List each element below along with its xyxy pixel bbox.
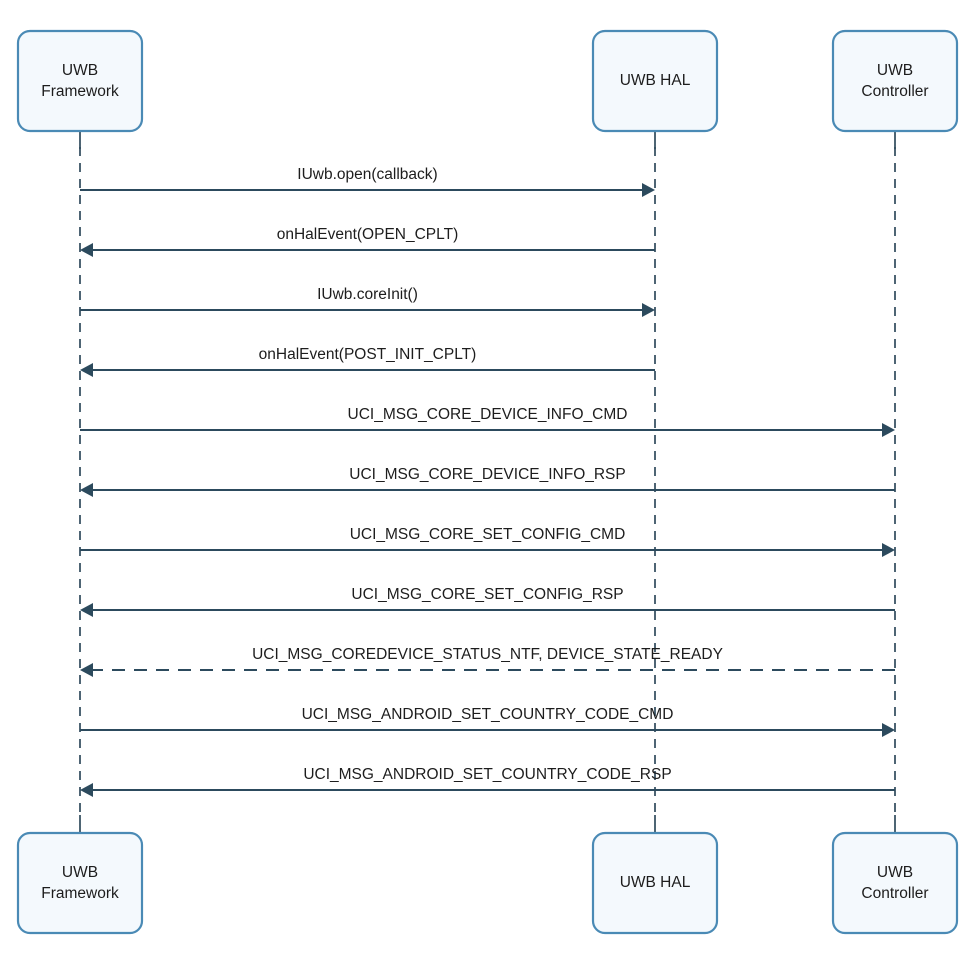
message-arrowhead-2 <box>80 243 93 257</box>
message-arrowhead-3 <box>642 303 655 317</box>
message-label-6: UCI_MSG_CORE_DEVICE_INFO_RSP <box>349 466 626 483</box>
participant-box-rect-framework <box>16 831 144 935</box>
participant-box-rect-framework <box>16 29 144 133</box>
message-4: onHalEvent(POST_INIT_CPLT) <box>80 346 655 377</box>
message-label-8: UCI_MSG_CORE_SET_CONFIG_RSP <box>351 586 623 603</box>
participant-box-hal-bottom: UWB HAL <box>591 831 719 935</box>
participant-box-controller-top: UWB Controller <box>831 29 959 133</box>
message-6: UCI_MSG_CORE_DEVICE_INFO_RSP <box>80 466 895 497</box>
participant-box-framework-top: UWB Framework <box>16 29 144 133</box>
message-1: IUwb.open(callback) <box>80 166 655 197</box>
participant-box-rect-controller <box>831 29 959 133</box>
participant-label-controller-line1: UWB <box>877 62 913 79</box>
participant-box-framework-bottom: UWB Framework <box>16 831 144 935</box>
participant-box-rect-controller <box>831 831 959 935</box>
participant-label-controller-line2: Controller <box>861 83 928 100</box>
participant-label-controller-line1: UWB <box>877 864 913 881</box>
message-label-9: UCI_MSG_COREDEVICE_STATUS_NTF, DEVICE_ST… <box>252 646 723 663</box>
message-arrowhead-5 <box>882 423 895 437</box>
message-label-7: UCI_MSG_CORE_SET_CONFIG_CMD <box>350 526 626 543</box>
message-10: UCI_MSG_ANDROID_SET_COUNTRY_CODE_CMD <box>80 706 895 737</box>
message-arrowhead-8 <box>80 603 93 617</box>
messages-layer: IUwb.open(callback) onHalEvent(OPEN_CPLT)… <box>80 166 895 797</box>
message-arrowhead-9 <box>80 663 93 677</box>
message-arrowhead-7 <box>882 543 895 557</box>
message-5: UCI_MSG_CORE_DEVICE_INFO_CMD <box>80 406 895 437</box>
participant-box-rect-hal <box>591 831 719 935</box>
participant-label-hal: UWB HAL <box>620 72 691 89</box>
message-label-1: IUwb.open(callback) <box>297 166 437 183</box>
participant-boxes-top: UWB Framework UWB HAL UWB Controller <box>16 29 959 133</box>
message-arrowhead-11 <box>80 783 93 797</box>
participant-label-framework-line1: UWB <box>62 62 98 79</box>
message-label-10: UCI_MSG_ANDROID_SET_COUNTRY_CODE_CMD <box>302 706 674 723</box>
message-arrowhead-1 <box>642 183 655 197</box>
participant-box-rect-hal <box>591 29 719 133</box>
message-8: UCI_MSG_CORE_SET_CONFIG_RSP <box>80 586 895 617</box>
message-2: onHalEvent(OPEN_CPLT) <box>80 226 655 257</box>
message-11: UCI_MSG_ANDROID_SET_COUNTRY_CODE_RSP <box>80 766 895 797</box>
message-label-3: IUwb.coreInit() <box>317 286 418 303</box>
participant-label-controller-line2: Controller <box>861 885 928 902</box>
message-3: IUwb.coreInit() <box>80 286 655 317</box>
message-9: UCI_MSG_COREDEVICE_STATUS_NTF, DEVICE_ST… <box>80 646 895 677</box>
participant-boxes-bottom: UWB Framework UWB HAL UWB Controller <box>16 831 959 935</box>
message-label-11: UCI_MSG_ANDROID_SET_COUNTRY_CODE_RSP <box>303 766 671 783</box>
participant-label-framework-line1: UWB <box>62 864 98 881</box>
message-label-2: onHalEvent(OPEN_CPLT) <box>277 226 458 243</box>
lifelines-layer <box>79 131 896 833</box>
participant-label-hal: UWB HAL <box>620 874 691 891</box>
message-label-5: UCI_MSG_CORE_DEVICE_INFO_CMD <box>348 406 628 423</box>
participant-box-controller-bottom: UWB Controller <box>831 831 959 935</box>
message-arrowhead-4 <box>80 363 93 377</box>
message-7: UCI_MSG_CORE_SET_CONFIG_CMD <box>80 526 895 557</box>
message-arrowhead-10 <box>882 723 895 737</box>
message-arrowhead-6 <box>80 483 93 497</box>
participant-box-hal-top: UWB HAL <box>591 29 719 133</box>
participant-label-framework-line2: Framework <box>41 83 119 100</box>
participant-label-framework-line2: Framework <box>41 885 119 902</box>
message-label-4: onHalEvent(POST_INIT_CPLT) <box>259 346 477 363</box>
